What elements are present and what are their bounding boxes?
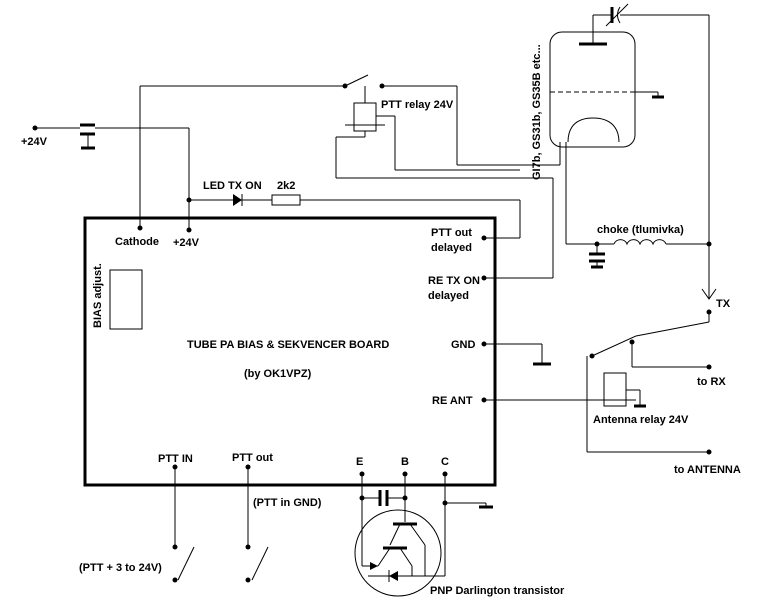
- bias-adjust-trimmer: [109, 269, 143, 330]
- re-ant-label: RE ANT: [432, 395, 473, 407]
- ptt-in-switch: [172, 467, 195, 583]
- supply-24v-input: [32, 123, 192, 233]
- ptt-out-delayed-pin: [481, 235, 487, 241]
- choke: [565, 142, 712, 269]
- darlington-transistor: [354, 498, 442, 597]
- ptt-voltage-label: (PTT + 3 to 24V): [79, 562, 162, 574]
- ptt-in-label: PTT IN: [158, 453, 193, 465]
- re-tx-on-pin: [481, 275, 487, 281]
- ptt-in-gnd-label: (PTT in GND): [253, 497, 322, 509]
- pin-b-label: B: [401, 456, 409, 468]
- tx-label: TX: [716, 298, 731, 310]
- antenna-relay-coil: [484, 372, 646, 408]
- ptt-out-delayed-label-2: delayed: [431, 242, 472, 254]
- resistor-label: 2k2: [277, 180, 295, 192]
- eb-capacitor: [359, 474, 408, 506]
- sequencer-board: [83, 216, 497, 487]
- pin-c-label: C: [441, 456, 449, 468]
- board-author: (by OK1VPZ): [244, 368, 312, 380]
- to-antenna-label: to ANTENNA: [674, 464, 741, 476]
- choke-label: choke (tlumivka): [597, 224, 684, 236]
- ptt-out-switch: [245, 467, 269, 583]
- re-tx-on-label-2: delayed: [428, 290, 469, 302]
- tube-types-label: GI7b, GS31b, GS35B etc...: [531, 44, 543, 180]
- pin-e-label: E: [356, 456, 363, 468]
- to-rx-label: to RX: [697, 376, 726, 388]
- anode-capacitor: [593, 3, 710, 298]
- supply-24v-label: +24V: [21, 136, 48, 148]
- board-24v-label: +24V: [173, 237, 200, 249]
- led-tx-on: [189, 194, 272, 206]
- ptt-out-delayed-label: PTT out: [431, 227, 472, 239]
- gnd-label: GND: [451, 339, 476, 351]
- antenna-relay-label: Antenna relay 24V: [593, 414, 689, 426]
- transistor-label: PNP Darlington transistor: [430, 585, 565, 597]
- cathode-label: Cathode: [115, 236, 159, 248]
- resistor-2k2: [271, 194, 521, 239]
- led-tx-on-label: LED TX ON: [203, 180, 262, 192]
- antenna-relay-contact: [586, 312, 712, 455]
- ptt-out-label: PTT out: [232, 452, 273, 464]
- gnd-wire: [484, 343, 551, 366]
- ptt-relay-coil: [335, 86, 554, 279]
- re-tx-on-label: RE TX ON: [428, 275, 480, 287]
- tube-envelope: [549, 15, 664, 148]
- ptt-relay-contact: [139, 74, 561, 228]
- ptt-relay-label: PTT relay 24V: [381, 99, 454, 111]
- bias-adjust-label: BIAS adjust.: [92, 263, 104, 328]
- collector-gnd: [423, 474, 493, 577]
- board-title: TUBE PA BIAS & SEKVENCER BOARD: [187, 339, 389, 351]
